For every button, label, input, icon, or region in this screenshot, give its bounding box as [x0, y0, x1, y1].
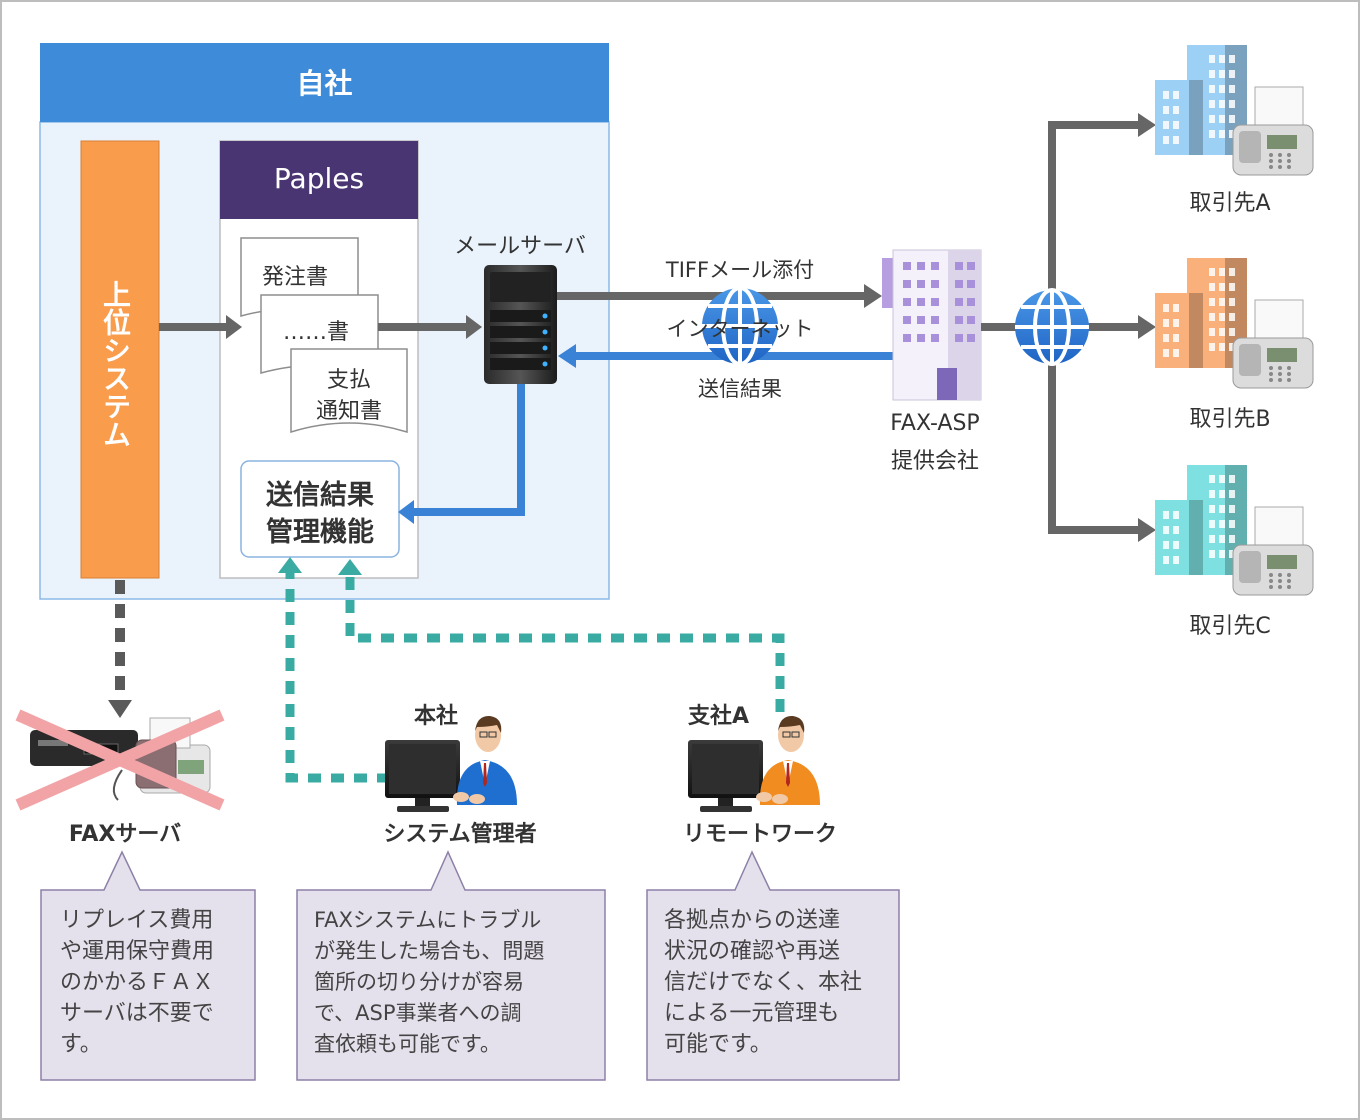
callout-system-admin	[296, 850, 606, 1081]
payment-document-label-line2: 通知書	[315, 399, 382, 424]
cross-line-2	[15, 709, 225, 811]
callout-line: で、ASP事業者への調	[314, 1001, 522, 1025]
head-office-worker-icon	[385, 715, 517, 812]
callout-line: や運用保守費用	[60, 939, 215, 964]
branch-worker-icon	[688, 715, 820, 812]
dashed-path-head-office-head	[278, 557, 302, 573]
branch-to-client-b-head	[1138, 315, 1156, 339]
dashed-path-branch-head	[338, 559, 362, 575]
payment-document-label-line1: 支払	[326, 368, 371, 393]
client-a-label: 取引先A	[1189, 191, 1271, 216]
arrow-server-to-result-head	[398, 500, 414, 524]
callout-line: 可能です。	[664, 1032, 772, 1057]
client-c-label: 取引先C	[1189, 614, 1271, 639]
client-b-label: 取引先B	[1189, 407, 1271, 432]
callout-line: 状況の確認や再送	[664, 939, 841, 964]
result-management-line1: 送信結果	[266, 480, 374, 511]
generic-document-label: ……書	[283, 320, 350, 345]
mail-server-icon	[484, 265, 557, 384]
upper-system-bar	[80, 140, 160, 579]
fax-asp-label-line2: 提供会社	[890, 449, 979, 474]
payment-document	[290, 348, 408, 434]
callout-system-admin-text: FAXシステムにトラブル が発生した場合も、問題 箇所の切り分けが容易 で、AS…	[314, 905, 599, 1060]
callout-line: 箇所の切り分けが容易	[314, 970, 524, 994]
arrow-docs-to-server-head	[466, 315, 482, 339]
arrow-server-to-result	[412, 384, 525, 516]
result-management-box	[240, 460, 400, 558]
client-internet-globe-icon	[1015, 288, 1089, 366]
company-title: 自社	[296, 67, 353, 100]
branch-place-label: 支社A	[688, 704, 750, 729]
arrow-to-fax-server-head	[108, 700, 132, 718]
callout-fax-server	[40, 850, 256, 1081]
client-b-building-fax-icon	[1155, 258, 1314, 389]
callout-remote-work-text: 各拠点からの送達 状況の確認や再送 信だけでなく、本社 による一元管理も 可能で…	[664, 905, 894, 1060]
result-management-line2: 管理機能	[266, 517, 374, 548]
fax-asp-building-icon	[882, 249, 982, 401]
company-header	[40, 43, 609, 122]
branch-to-client-a-head	[1138, 113, 1156, 137]
callout-line: のかかるＦＡＸ	[60, 970, 215, 995]
callout-line: が発生した場合も、問題	[314, 939, 545, 963]
callout-line: FAXシステムにトラブル	[314, 908, 542, 932]
callout-line: 各拠点からの送達	[664, 908, 841, 933]
callout-line: 信だけでなく、本社	[664, 970, 863, 995]
mail-server-label: メールサーバ	[454, 234, 586, 259]
callout-fax-server-text: リプレイス費用 や運用保守費用 のかかるＦＡＸ サーバは不要で す。	[60, 905, 245, 1060]
client-c-building-fax-icon	[1155, 465, 1314, 596]
callout-line: による一元管理も	[664, 1001, 840, 1026]
client-a-building-fax-icon	[1155, 45, 1314, 176]
tiff-mail-label: TIFFメール添付	[665, 258, 815, 282]
paples-title: Paples	[273, 162, 365, 195]
head-office-place-label: 本社	[414, 704, 459, 729]
fax-server-label: FAXサーバ	[68, 822, 182, 847]
order-document-label: 発注書	[262, 265, 329, 290]
arrow-system-to-docs-head	[226, 315, 242, 339]
callout-line: 査依頼も可能です。	[314, 1032, 501, 1056]
upper-system-label: 上位システム	[99, 280, 132, 448]
paples-header	[220, 141, 418, 219]
fax-asp-label-line1: FAX-ASP	[890, 411, 980, 436]
arrow-send-result-head	[558, 344, 576, 368]
dashed-path-head-office	[285, 570, 390, 783]
send-result-label: 送信結果	[698, 377, 782, 401]
head-office-role-label: システム管理者	[383, 822, 537, 847]
callout-remote-work	[646, 850, 900, 1081]
callout-line: リプレイス費用	[60, 908, 214, 933]
internet-label: インターネット	[666, 317, 814, 341]
arrow-tiff-mail-head	[864, 284, 882, 308]
branch-role-label: リモートワーク	[682, 822, 837, 847]
callout-line: す。	[60, 1032, 102, 1057]
branch-to-client-c-head	[1138, 518, 1156, 542]
callout-line: サーバは不要で	[60, 1001, 214, 1026]
internet-globe-icon	[702, 286, 778, 366]
dashed-path-branch	[345, 572, 785, 712]
